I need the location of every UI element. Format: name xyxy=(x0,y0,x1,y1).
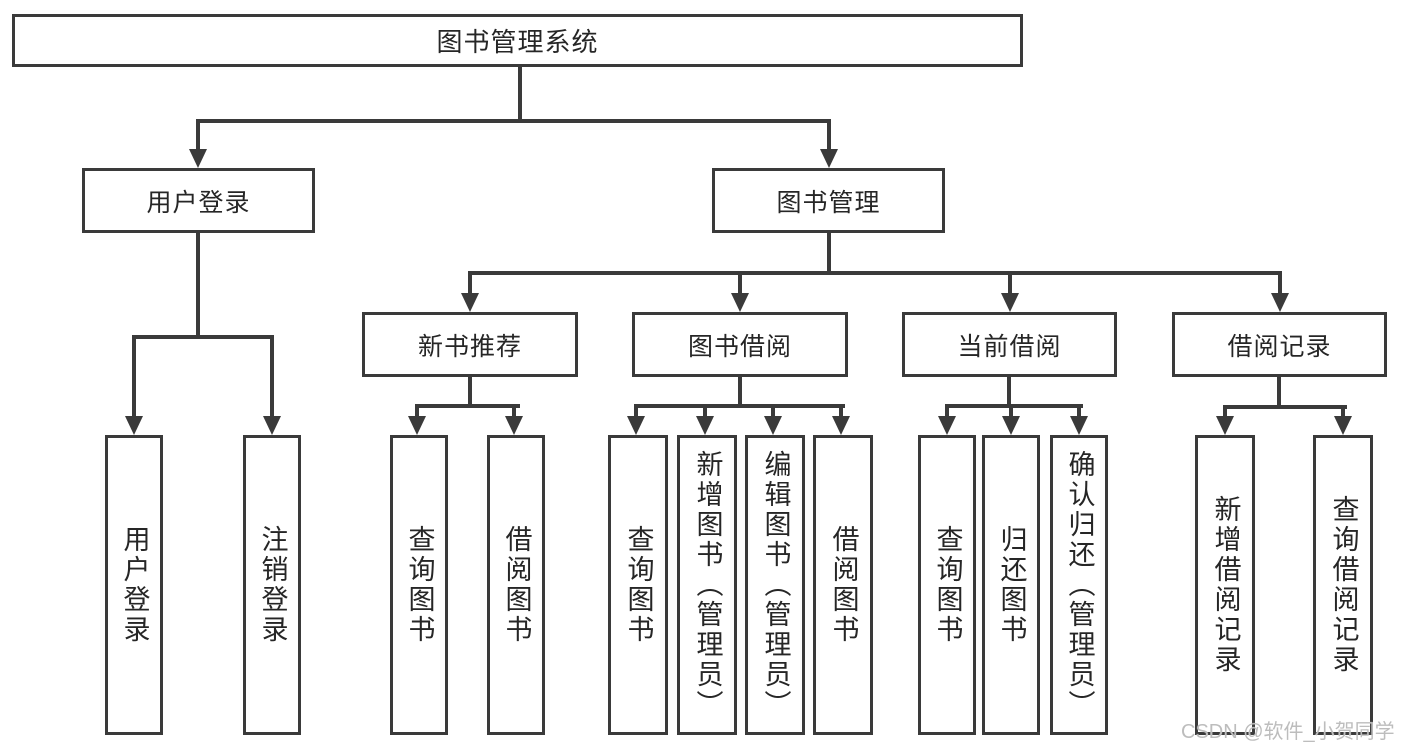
connector-borrow-trunk xyxy=(738,377,742,406)
connector-stem-cb-query xyxy=(945,404,949,418)
connector-stem-nb-borrow xyxy=(512,404,516,418)
leaf-current-return-label: 归还图书 xyxy=(996,525,1027,645)
connector-root-branch xyxy=(196,119,831,123)
connector-stem-bb-edit xyxy=(771,404,775,418)
node-borrow-records: 借阅记录 xyxy=(1172,312,1387,377)
connector-records-trunk xyxy=(1277,377,1281,408)
leaf-logout-label: 注销登录 xyxy=(257,525,288,645)
node-new-book: 新书推荐 xyxy=(362,312,578,377)
connector-newbook-trunk xyxy=(468,377,472,408)
arrow-to-nb-borrow xyxy=(505,416,523,435)
arrow-to-nb-query xyxy=(408,416,426,435)
leaf-borrow-query-label: 查询图书 xyxy=(623,525,654,645)
arrow-to-book-mgmt xyxy=(820,149,838,168)
connector-current-branch xyxy=(945,404,1083,408)
leaf-records-add-label: 新增借阅记录 xyxy=(1210,495,1241,675)
connector-stem-logout xyxy=(270,335,274,417)
leaf-borrow-query: 查询图书 xyxy=(608,435,668,735)
connector-user-branch xyxy=(132,335,274,339)
arrow-to-cb-return xyxy=(1002,416,1020,435)
connector-stem-rec-add xyxy=(1223,405,1227,418)
arrow-to-bb-borrow xyxy=(832,416,850,435)
connector-root-trunk xyxy=(518,67,522,119)
node-book-borrow-label: 图书借阅 xyxy=(687,332,792,361)
arrow-to-current xyxy=(1001,293,1019,312)
arrow-to-cb-query xyxy=(938,416,956,435)
connector-stem-current xyxy=(1008,271,1012,294)
leaf-current-confirm: 确认归还（管理员） xyxy=(1050,435,1108,735)
connector-stem-bb-query xyxy=(634,404,638,418)
connector-stem-borrow xyxy=(738,271,742,294)
leaf-borrow-add-label: 新增图书（管理员） xyxy=(692,450,723,720)
leaf-current-return: 归还图书 xyxy=(982,435,1040,735)
node-book-borrow: 图书借阅 xyxy=(632,312,848,377)
node-current-borrow-label: 当前借阅 xyxy=(957,332,1062,361)
connector-stem-rec-query xyxy=(1341,405,1345,418)
connector-stem-records xyxy=(1278,271,1282,294)
arrow-to-newbook xyxy=(461,293,479,312)
node-book-mgmt-label: 图书管理 xyxy=(776,188,881,217)
leaf-logout: 注销登录 xyxy=(243,435,301,735)
node-user-login: 用户登录 xyxy=(82,168,315,233)
leaf-borrow-edit-label: 编辑图书（管理员） xyxy=(760,450,791,720)
node-root-label: 图书管理系统 xyxy=(436,27,599,57)
arrow-to-cb-confirm xyxy=(1070,416,1088,435)
leaf-newbook-query: 查询图书 xyxy=(390,435,448,735)
arrow-to-bb-query xyxy=(627,416,645,435)
node-borrow-records-label: 借阅记录 xyxy=(1227,332,1332,361)
connector-newbook-branch xyxy=(415,404,520,408)
arrow-to-borrow xyxy=(731,293,749,312)
connector-stem-bookmgmt xyxy=(827,119,831,150)
connector-stem-login xyxy=(132,335,136,417)
connector-stem-bb-add xyxy=(703,404,707,418)
connector-bookmgmt-trunk xyxy=(827,233,831,273)
connector-stem-cb-return xyxy=(1009,404,1013,418)
node-book-mgmt: 图书管理 xyxy=(712,168,945,233)
arrow-to-logout xyxy=(263,416,281,435)
leaf-user-login-label: 用户登录 xyxy=(119,525,150,645)
connector-stem-cb-confirm xyxy=(1077,404,1081,418)
connector-stem-newbook xyxy=(468,271,472,294)
leaf-current-query-label: 查询图书 xyxy=(932,525,963,645)
leaf-borrow-borrow: 借阅图书 xyxy=(813,435,873,735)
leaf-records-add: 新增借阅记录 xyxy=(1195,435,1255,735)
leaf-newbook-borrow-label: 借阅图书 xyxy=(501,525,532,645)
arrow-to-rec-query xyxy=(1334,416,1352,435)
arrow-to-records xyxy=(1271,293,1289,312)
connector-stem-nb-query xyxy=(415,404,419,418)
arrow-to-login xyxy=(125,416,143,435)
connector-user-trunk xyxy=(196,233,200,335)
csdn-watermark: CSDN @软件_小贺同学 xyxy=(1181,721,1395,743)
connector-stem-bb-borrow xyxy=(839,404,843,418)
node-user-login-label: 用户登录 xyxy=(146,188,251,217)
node-root: 图书管理系统 xyxy=(12,14,1023,67)
node-current-borrow: 当前借阅 xyxy=(902,312,1117,377)
leaf-current-confirm-label: 确认归还（管理员） xyxy=(1064,450,1095,720)
arrow-to-bb-add xyxy=(696,416,714,435)
leaf-records-query-label: 查询借阅记录 xyxy=(1328,495,1359,675)
leaf-borrow-edit: 编辑图书（管理员） xyxy=(745,435,805,735)
leaf-records-query: 查询借阅记录 xyxy=(1313,435,1373,735)
leaf-user-login: 用户登录 xyxy=(105,435,163,735)
connector-records-branch xyxy=(1223,405,1347,409)
leaf-borrow-add: 新增图书（管理员） xyxy=(677,435,737,735)
leaf-borrow-borrow-label: 借阅图书 xyxy=(828,525,859,645)
arrow-to-bb-edit xyxy=(764,416,782,435)
node-new-book-label: 新书推荐 xyxy=(417,332,522,361)
arrow-to-user-login xyxy=(189,149,207,168)
arrow-to-rec-add xyxy=(1216,416,1234,435)
leaf-current-query: 查询图书 xyxy=(918,435,976,735)
connector-bookmgmt-branch xyxy=(468,271,1282,275)
leaf-newbook-borrow: 借阅图书 xyxy=(487,435,545,735)
connector-current-trunk xyxy=(1007,377,1011,406)
connector-stem-user xyxy=(196,119,200,150)
leaf-newbook-query-label: 查询图书 xyxy=(404,525,435,645)
connector-borrow-branch xyxy=(634,404,845,408)
